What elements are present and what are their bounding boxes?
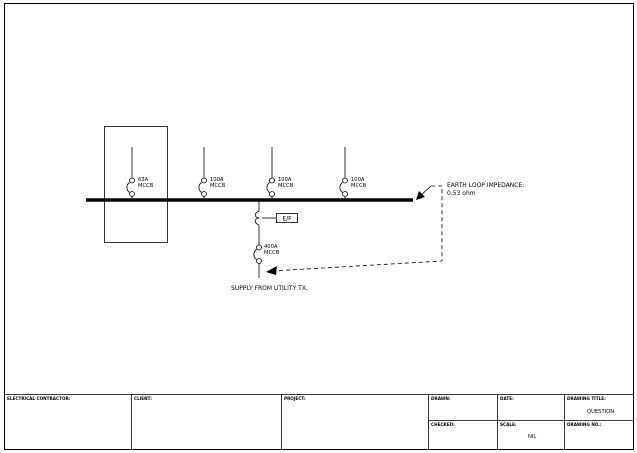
title-block: ELECTRICAL CONTRACTOR: CLIENT: PROJECT: … <box>4 394 634 450</box>
checked-label: CHECKED: <box>431 422 455 427</box>
date-label: DATE: <box>500 396 514 401</box>
breaker-1: 63A MCCB <box>126 147 154 200</box>
sheet-border <box>4 3 634 450</box>
main-breaker-type: MCCB <box>264 250 280 256</box>
scale-value: NIL <box>528 434 536 440</box>
busbar-arrow-head <box>416 191 425 200</box>
breaker-4-type: MCCB <box>351 183 367 189</box>
breaker-1-rating: 63A <box>138 177 149 183</box>
drawing-title-value: QUESTION <box>587 409 614 415</box>
drawing-title-label: DRAWING TITLE: <box>567 396 606 401</box>
earth-fault-label: E/F <box>282 216 292 223</box>
drawn-label: DRAWN: <box>431 396 451 401</box>
breaker-4: 100A MCCB <box>339 147 367 200</box>
breaker-2: 100A MCCB <box>198 147 226 200</box>
supply-label: SUPPLY FROM UTILITY TX. <box>231 285 308 292</box>
impedance-title: EARTH LOOP IMPEDANCE: <box>447 182 524 189</box>
breaker-3-type: MCCB <box>278 183 294 189</box>
breaker-3: 100A MCCB <box>266 147 294 200</box>
project-label: PROJECT: <box>284 396 306 401</box>
enclosure-box <box>104 126 168 243</box>
supply-arrow-head <box>266 266 277 275</box>
breaker-3-rating: 100A <box>278 177 292 183</box>
main-breaker-rating: 400A <box>264 244 278 250</box>
earth-fault-relay <box>276 213 298 223</box>
breaker-2-type: MCCB <box>210 183 226 189</box>
scale-label: SCALE: <box>500 422 517 427</box>
current-transformer <box>254 210 260 226</box>
client-label: CLIENT: <box>134 396 152 401</box>
earth-loop-path: EARTH LOOP IMPEDANCE: 0.53 ohm <box>266 182 524 275</box>
breaker-2-rating: 100A <box>210 177 224 183</box>
impedance-value: 0.53 ohm <box>447 190 476 197</box>
breaker-1-type: MCCB <box>138 183 154 189</box>
contractor-label: ELECTRICAL CONTRACTOR: <box>7 396 71 401</box>
breaker-4-rating: 100A <box>351 177 365 183</box>
incoming-feeder: E/F 400A MCCB SUPPLY FROM UTILITY TX. <box>231 200 308 292</box>
drawing-no-label: DRAWING NO.: <box>567 422 602 427</box>
